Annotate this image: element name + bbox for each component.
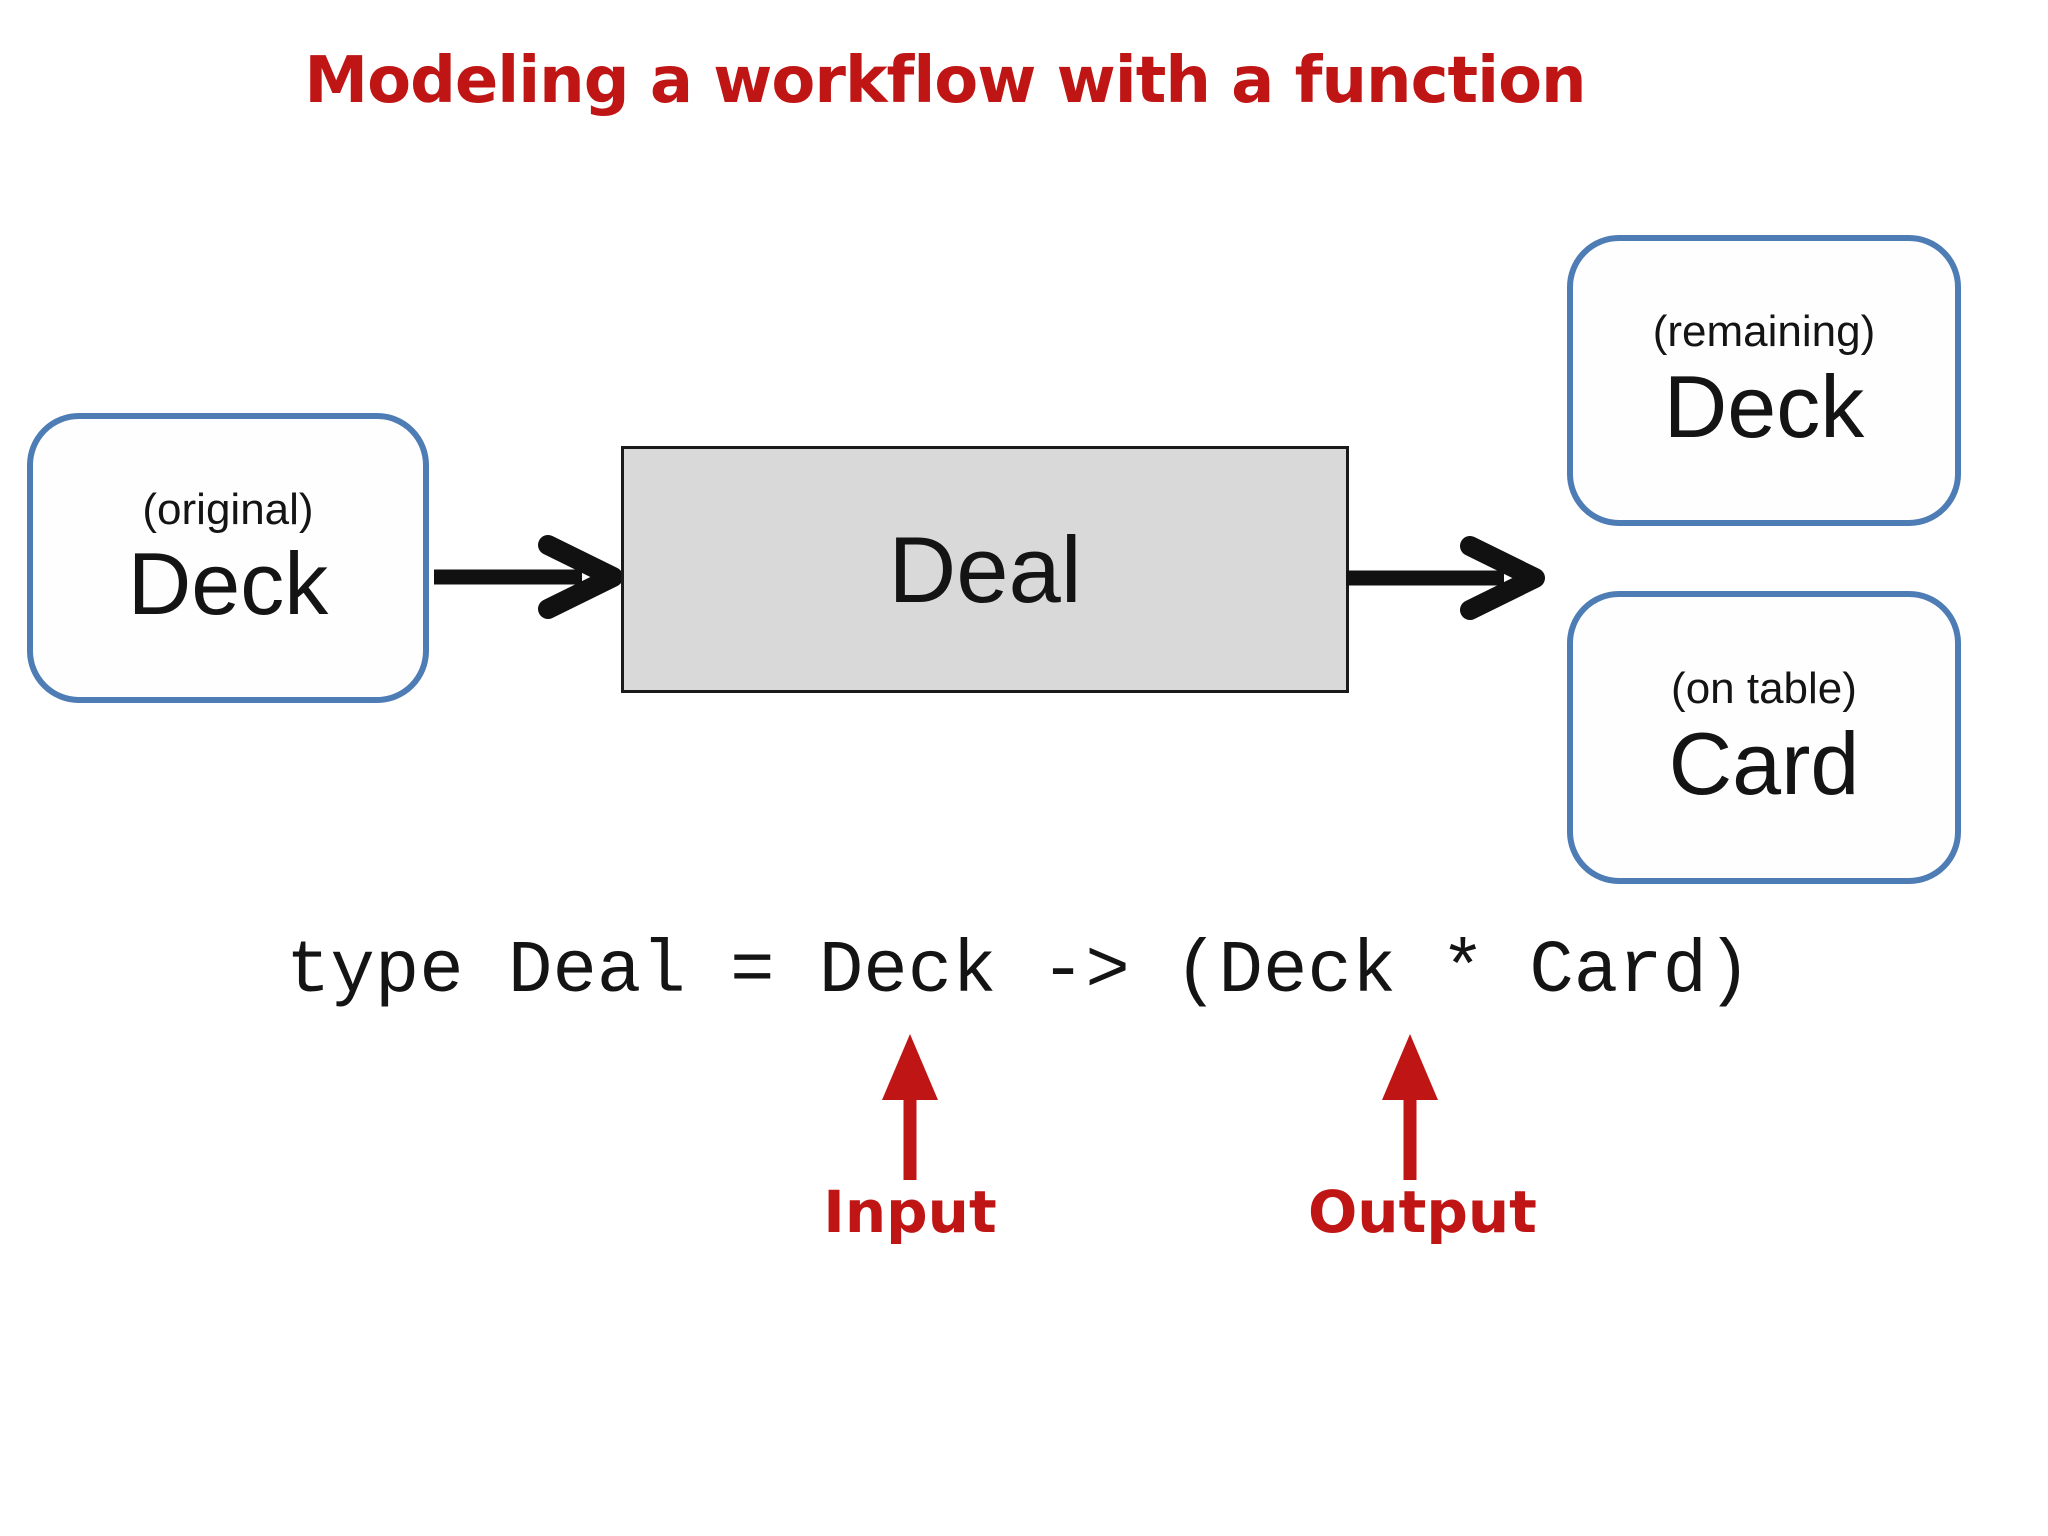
type-signature: type Deal = Deck -> (Deck * Card) [286,930,1752,1014]
input-deck-box: (original) Deck [27,413,429,703]
flow-arrow-left-icon [434,535,623,619]
card-box: (on table) Card [1567,591,1961,884]
input-deck-qualifier: (original) [142,484,314,534]
remaining-deck-box: (remaining) Deck [1567,235,1961,526]
deal-process-box: Deal [621,446,1349,693]
remaining-deck-qualifier: (remaining) [1652,307,1876,357]
input-arrow-icon [882,1034,938,1180]
deal-process-label: Deal [888,516,1082,622]
card-label: Card [1668,713,1860,813]
card-qualifier: (on table) [1671,664,1857,714]
input-label: Input [823,1178,997,1246]
remaining-deck-label: Deck [1663,356,1865,456]
flow-arrow-right-icon [1346,536,1545,620]
input-deck-label: Deck [127,534,329,633]
slide-title: Modeling a workflow with a function [304,44,1586,118]
output-label: Output [1308,1178,1537,1246]
output-arrow-icon [1382,1034,1438,1180]
